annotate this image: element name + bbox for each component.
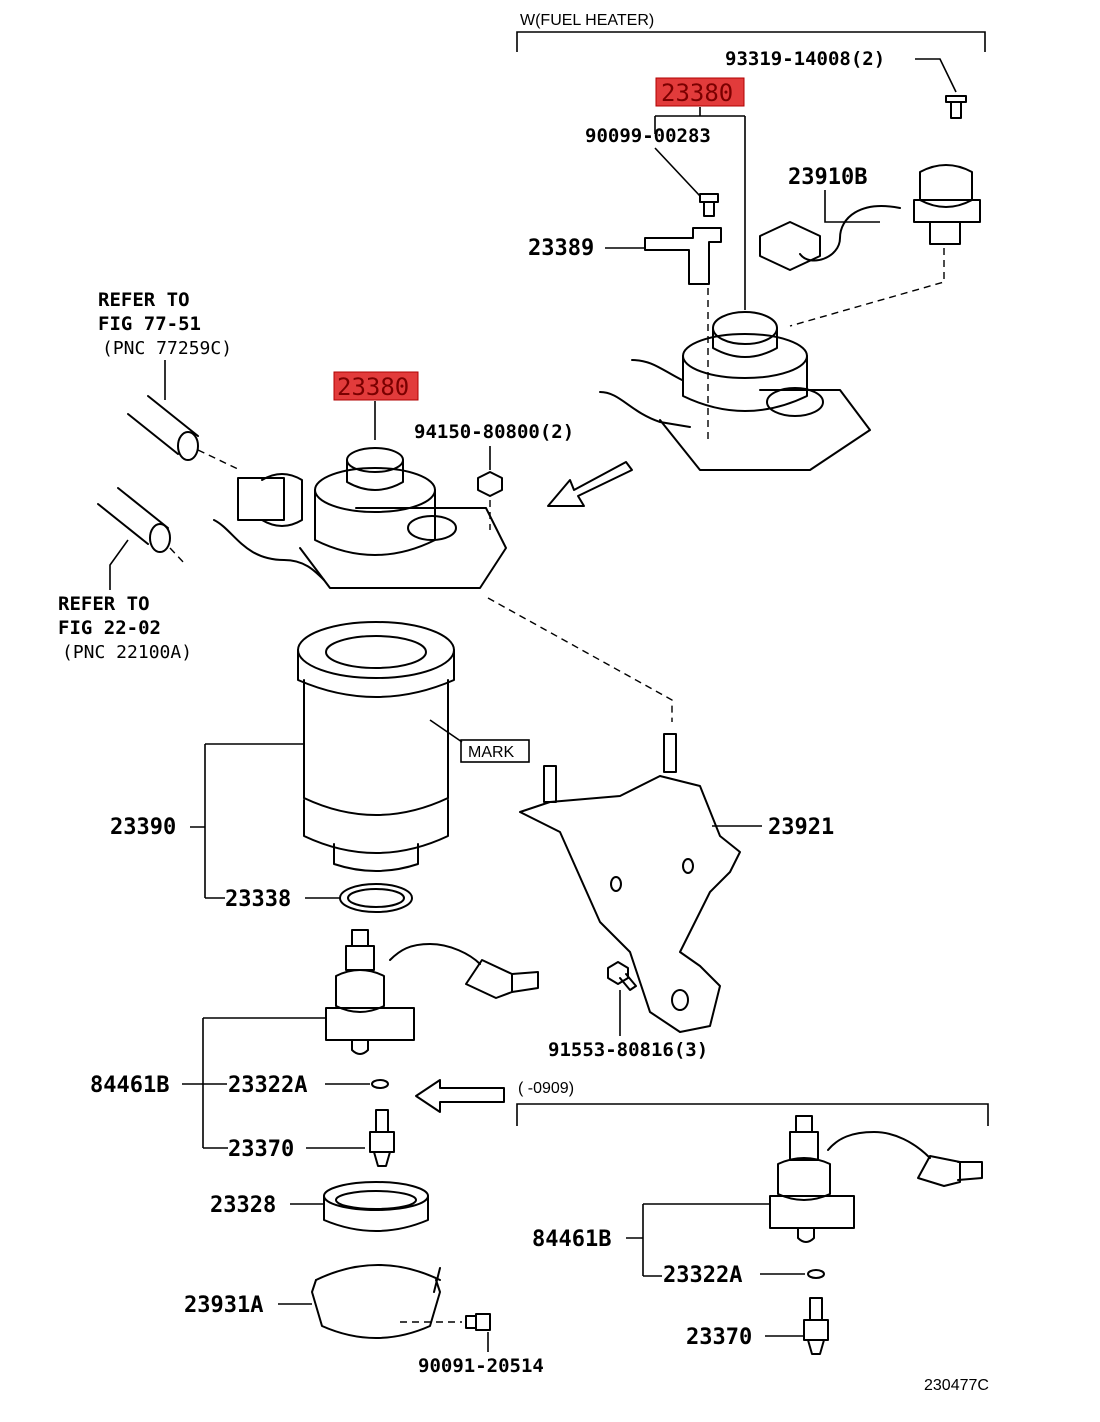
o-ring-icon (807, 1269, 825, 1279)
label-23921[interactable]: 23921 (768, 815, 834, 840)
figure-code: 230477C (924, 1377, 989, 1394)
screw-icon (465, 1313, 491, 1331)
label-range-0909: ( -0909) (518, 1080, 574, 1097)
label-23380-top[interactable]: 23380 (661, 79, 733, 107)
bolt-icon (607, 961, 637, 991)
label-23389[interactable]: 23389 (528, 236, 594, 261)
label-90091-20514[interactable]: 90091-20514 (418, 1355, 544, 1377)
label-23931a[interactable]: 23931A (184, 1293, 263, 1318)
label-93319-14008[interactable]: 93319-14008(2) (725, 48, 885, 70)
nut-icon (477, 471, 503, 497)
highlight-23380-mid (333, 371, 419, 401)
label-23380-mid[interactable]: 23380 (337, 373, 409, 401)
direction-arrow-icon (547, 461, 633, 507)
label-23322a-right[interactable]: 23322A (663, 1263, 742, 1288)
direction-arrow-icon (415, 1079, 505, 1113)
label-84461b-right[interactable]: 84461B (532, 1227, 611, 1252)
label-23328[interactable]: 23328 (210, 1193, 276, 1218)
screw-icon (945, 95, 967, 119)
label-23390[interactable]: 23390 (110, 815, 176, 840)
fuel-heater-sensor-icon (759, 164, 981, 271)
fuel-filter-cartridge-icon (297, 621, 455, 872)
water-sensor-right-icon (769, 1115, 983, 1243)
o-ring-icon (371, 1079, 389, 1089)
label-94150-80800[interactable]: 94150-80800(2) (414, 421, 574, 443)
water-sensor-left-icon (325, 929, 539, 1055)
label-23910b[interactable]: 23910B (788, 165, 867, 190)
label-pnc-77259c: (PNC 77259C) (102, 338, 232, 359)
label-fig-77-51: FIG 77-51 (98, 313, 201, 335)
label-90099-00283[interactable]: 90099-00283 (585, 125, 711, 147)
label-fig-22-02: FIG 22-02 (58, 617, 161, 639)
bracket-icon (644, 227, 722, 285)
filter-head-mid-icon (213, 447, 507, 589)
gasket-ring-icon (339, 883, 413, 913)
hose-icon (97, 487, 171, 553)
label-23370-right[interactable]: 23370 (686, 1325, 752, 1350)
mark-box (460, 739, 530, 763)
label-refer-to-2: REFER TO (58, 593, 150, 615)
label-mark: MARK (468, 744, 515, 761)
label-pnc-22100a: (PNC 22100A) (62, 642, 192, 663)
sensor-plug-icon (369, 1109, 395, 1167)
label-84461b-left[interactable]: 84461B (90, 1073, 169, 1098)
label-23338[interactable]: 23338 (225, 887, 291, 912)
retainer-ring-icon (323, 1181, 429, 1232)
label-23322a-left[interactable]: 23322A (228, 1073, 307, 1098)
mounting-bracket-icon (519, 733, 741, 1033)
bolt-icon (699, 193, 719, 217)
clamp-band-icon (311, 1264, 441, 1339)
label-91553-80816[interactable]: 91553-80816(3) (548, 1039, 708, 1061)
sensor-plug-icon (803, 1297, 829, 1355)
highlight-23380-top (655, 77, 745, 107)
filter-head-top-icon (599, 311, 871, 471)
label-refer-to-1: REFER TO (98, 289, 190, 311)
label-fuel-heater: W(FUEL HEATER) (520, 12, 654, 29)
label-23370-left[interactable]: 23370 (228, 1137, 294, 1162)
hose-icon (127, 395, 199, 461)
